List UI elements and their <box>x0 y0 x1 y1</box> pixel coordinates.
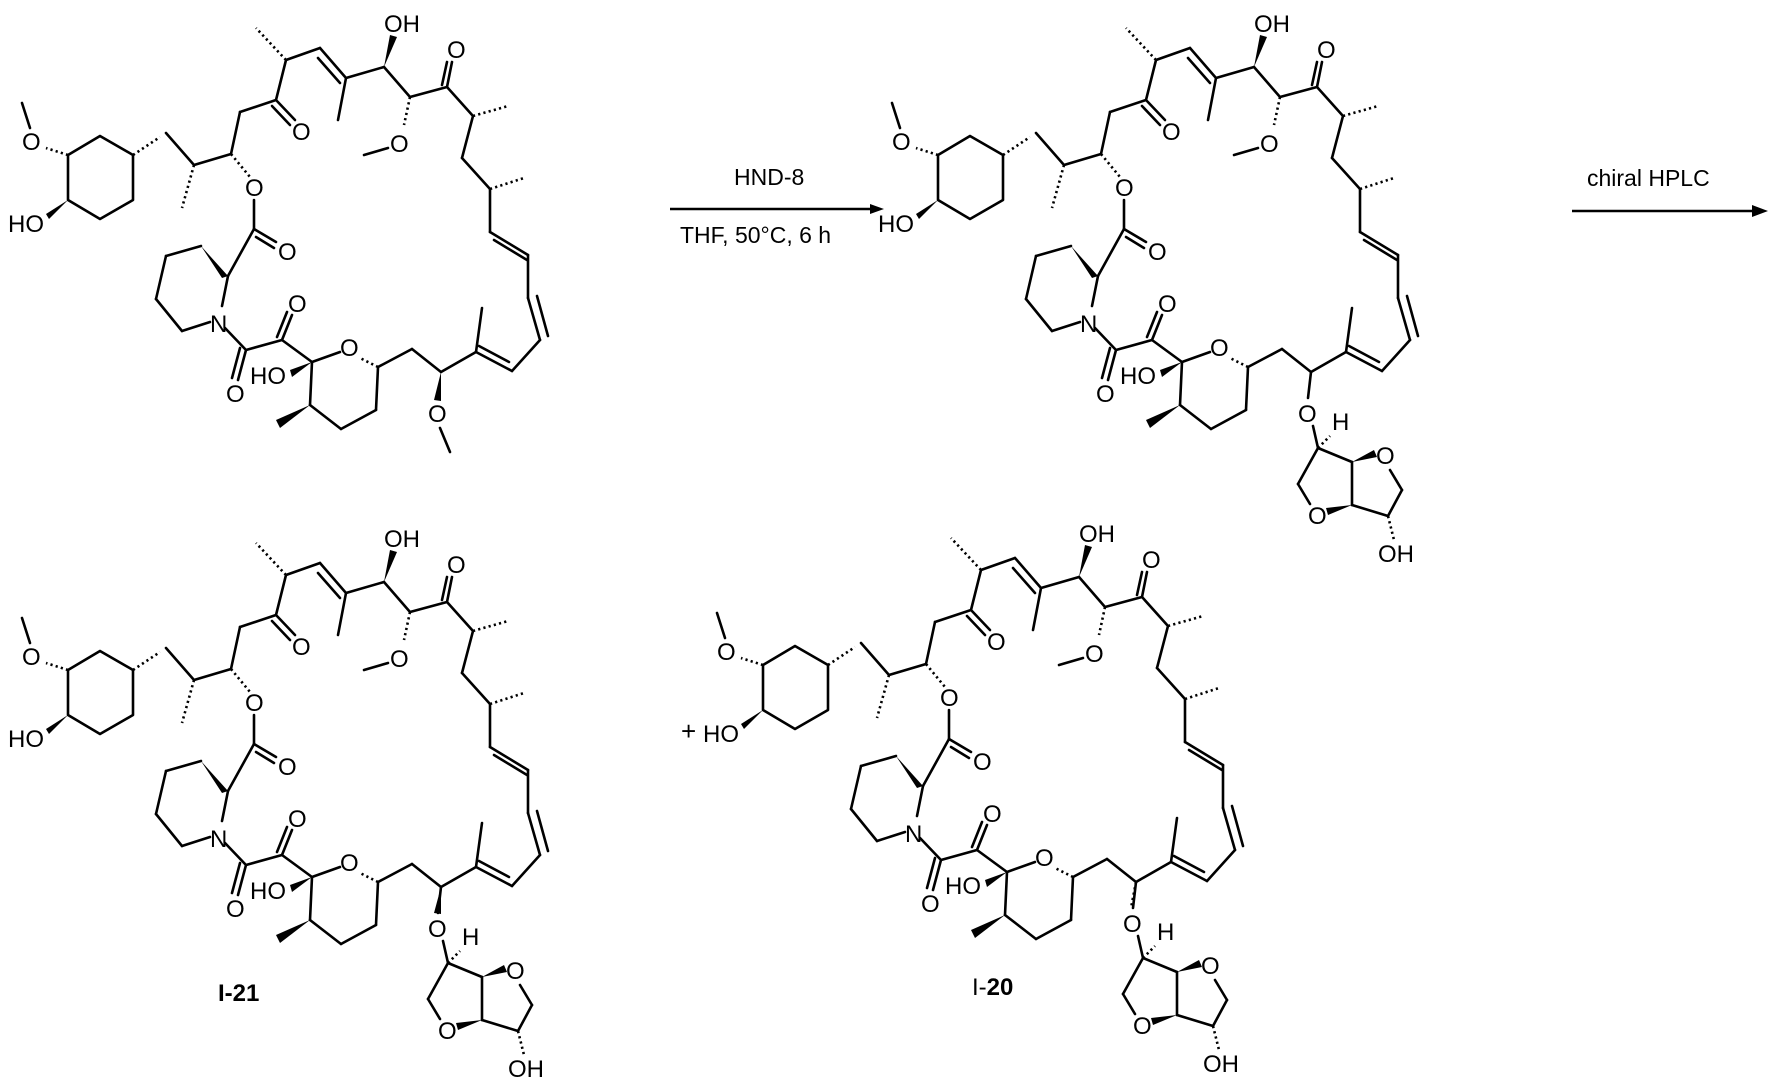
intermediate-structure <box>876 9 1420 570</box>
product-i21-structure <box>6 524 550 1085</box>
compound-label-i20-prefix: I- <box>972 974 987 1001</box>
compound-label-i21-text: I-21 <box>218 980 260 1007</box>
reaction-arrow-1 <box>670 204 884 214</box>
compound-label-i21: I-21 <box>218 980 259 1008</box>
starting-material-structure <box>6 9 550 454</box>
plus-sign: + <box>681 716 697 746</box>
reaction-arrow-2 <box>1572 205 1768 217</box>
step1-reagent-label: HND-8 <box>734 164 805 190</box>
step1-conditions-label: THF, 50°C, 6 h <box>680 222 832 248</box>
compound-label-i20-number: 20 <box>986 974 1014 1001</box>
step2-reagent-label: chiral HPLC <box>1587 165 1710 191</box>
compound-label-i20: I-20 <box>972 974 1013 1002</box>
